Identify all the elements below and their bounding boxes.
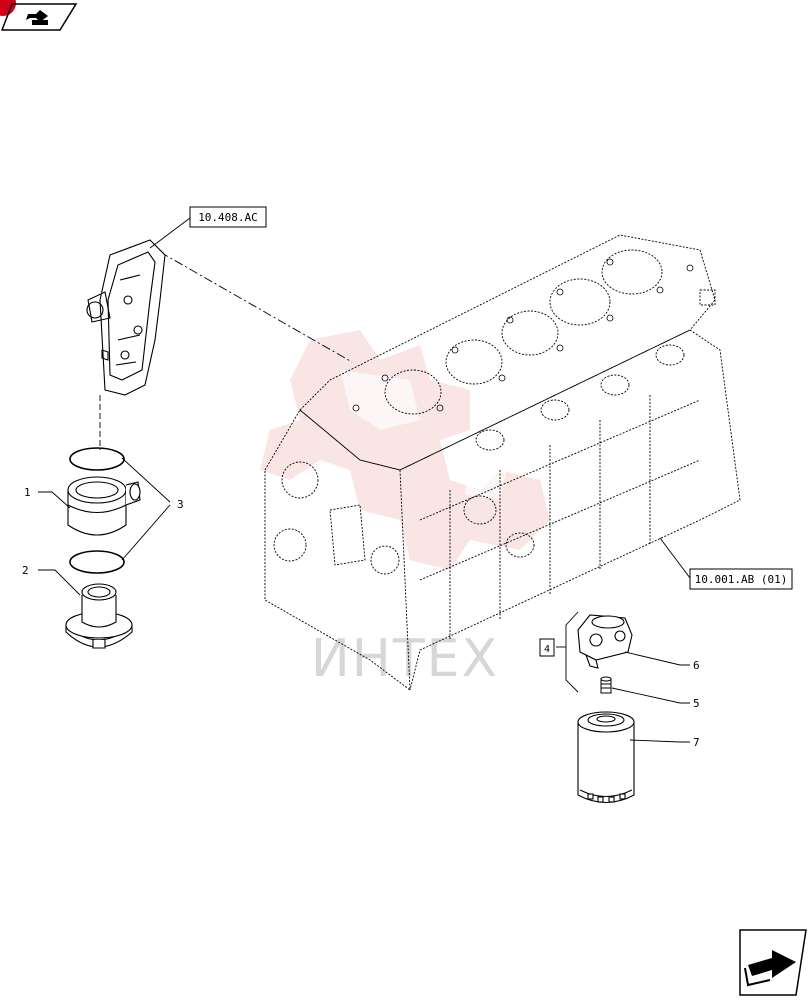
filter-head-part (577, 614, 633, 669)
sleeve-part (67, 476, 141, 536)
callout-6: 6 (693, 659, 700, 672)
cover-leader-line (159, 251, 353, 363)
ref-label-engine-block: 10.001.AB (01) (695, 573, 788, 586)
callout-leaders-left (38, 457, 171, 596)
callout-3: 3 (177, 498, 184, 511)
oil-cooler-cover (86, 239, 166, 396)
ref-box-oil-cooler[interactable]: 10.408.AC (189, 206, 267, 228)
engine-block (264, 234, 741, 691)
callout-leaders-right (611, 651, 690, 743)
back-arrow-icon (26, 10, 48, 25)
ref-box-engine-block[interactable]: 10.001.AB (01) (689, 568, 793, 590)
group-bracket (556, 611, 579, 693)
callout-2: 2 (22, 564, 29, 577)
o-ring-upper (69, 447, 125, 471)
ref-leader-cover (149, 217, 191, 249)
valve-part (65, 583, 133, 649)
back-nav-button[interactable] (0, 0, 78, 31)
callout-5: 5 (693, 697, 700, 710)
ref-box-group[interactable]: 4 (539, 638, 555, 657)
ref-leader-block (659, 537, 691, 579)
ref-label-oil-cooler: 10.408.AC (198, 211, 258, 224)
callout-1: 1 (24, 486, 31, 499)
ref-label-group: 4 (544, 644, 550, 655)
fitting-part (600, 676, 612, 694)
watermark-logo (260, 330, 550, 570)
o-ring-lower (69, 550, 125, 574)
watermark-text: ИНТЕХ (311, 629, 499, 689)
oil-filter-part (577, 711, 635, 804)
next-page-arrow-icon (744, 950, 796, 987)
callout-7: 7 (693, 736, 700, 749)
next-page-button[interactable] (739, 929, 807, 996)
